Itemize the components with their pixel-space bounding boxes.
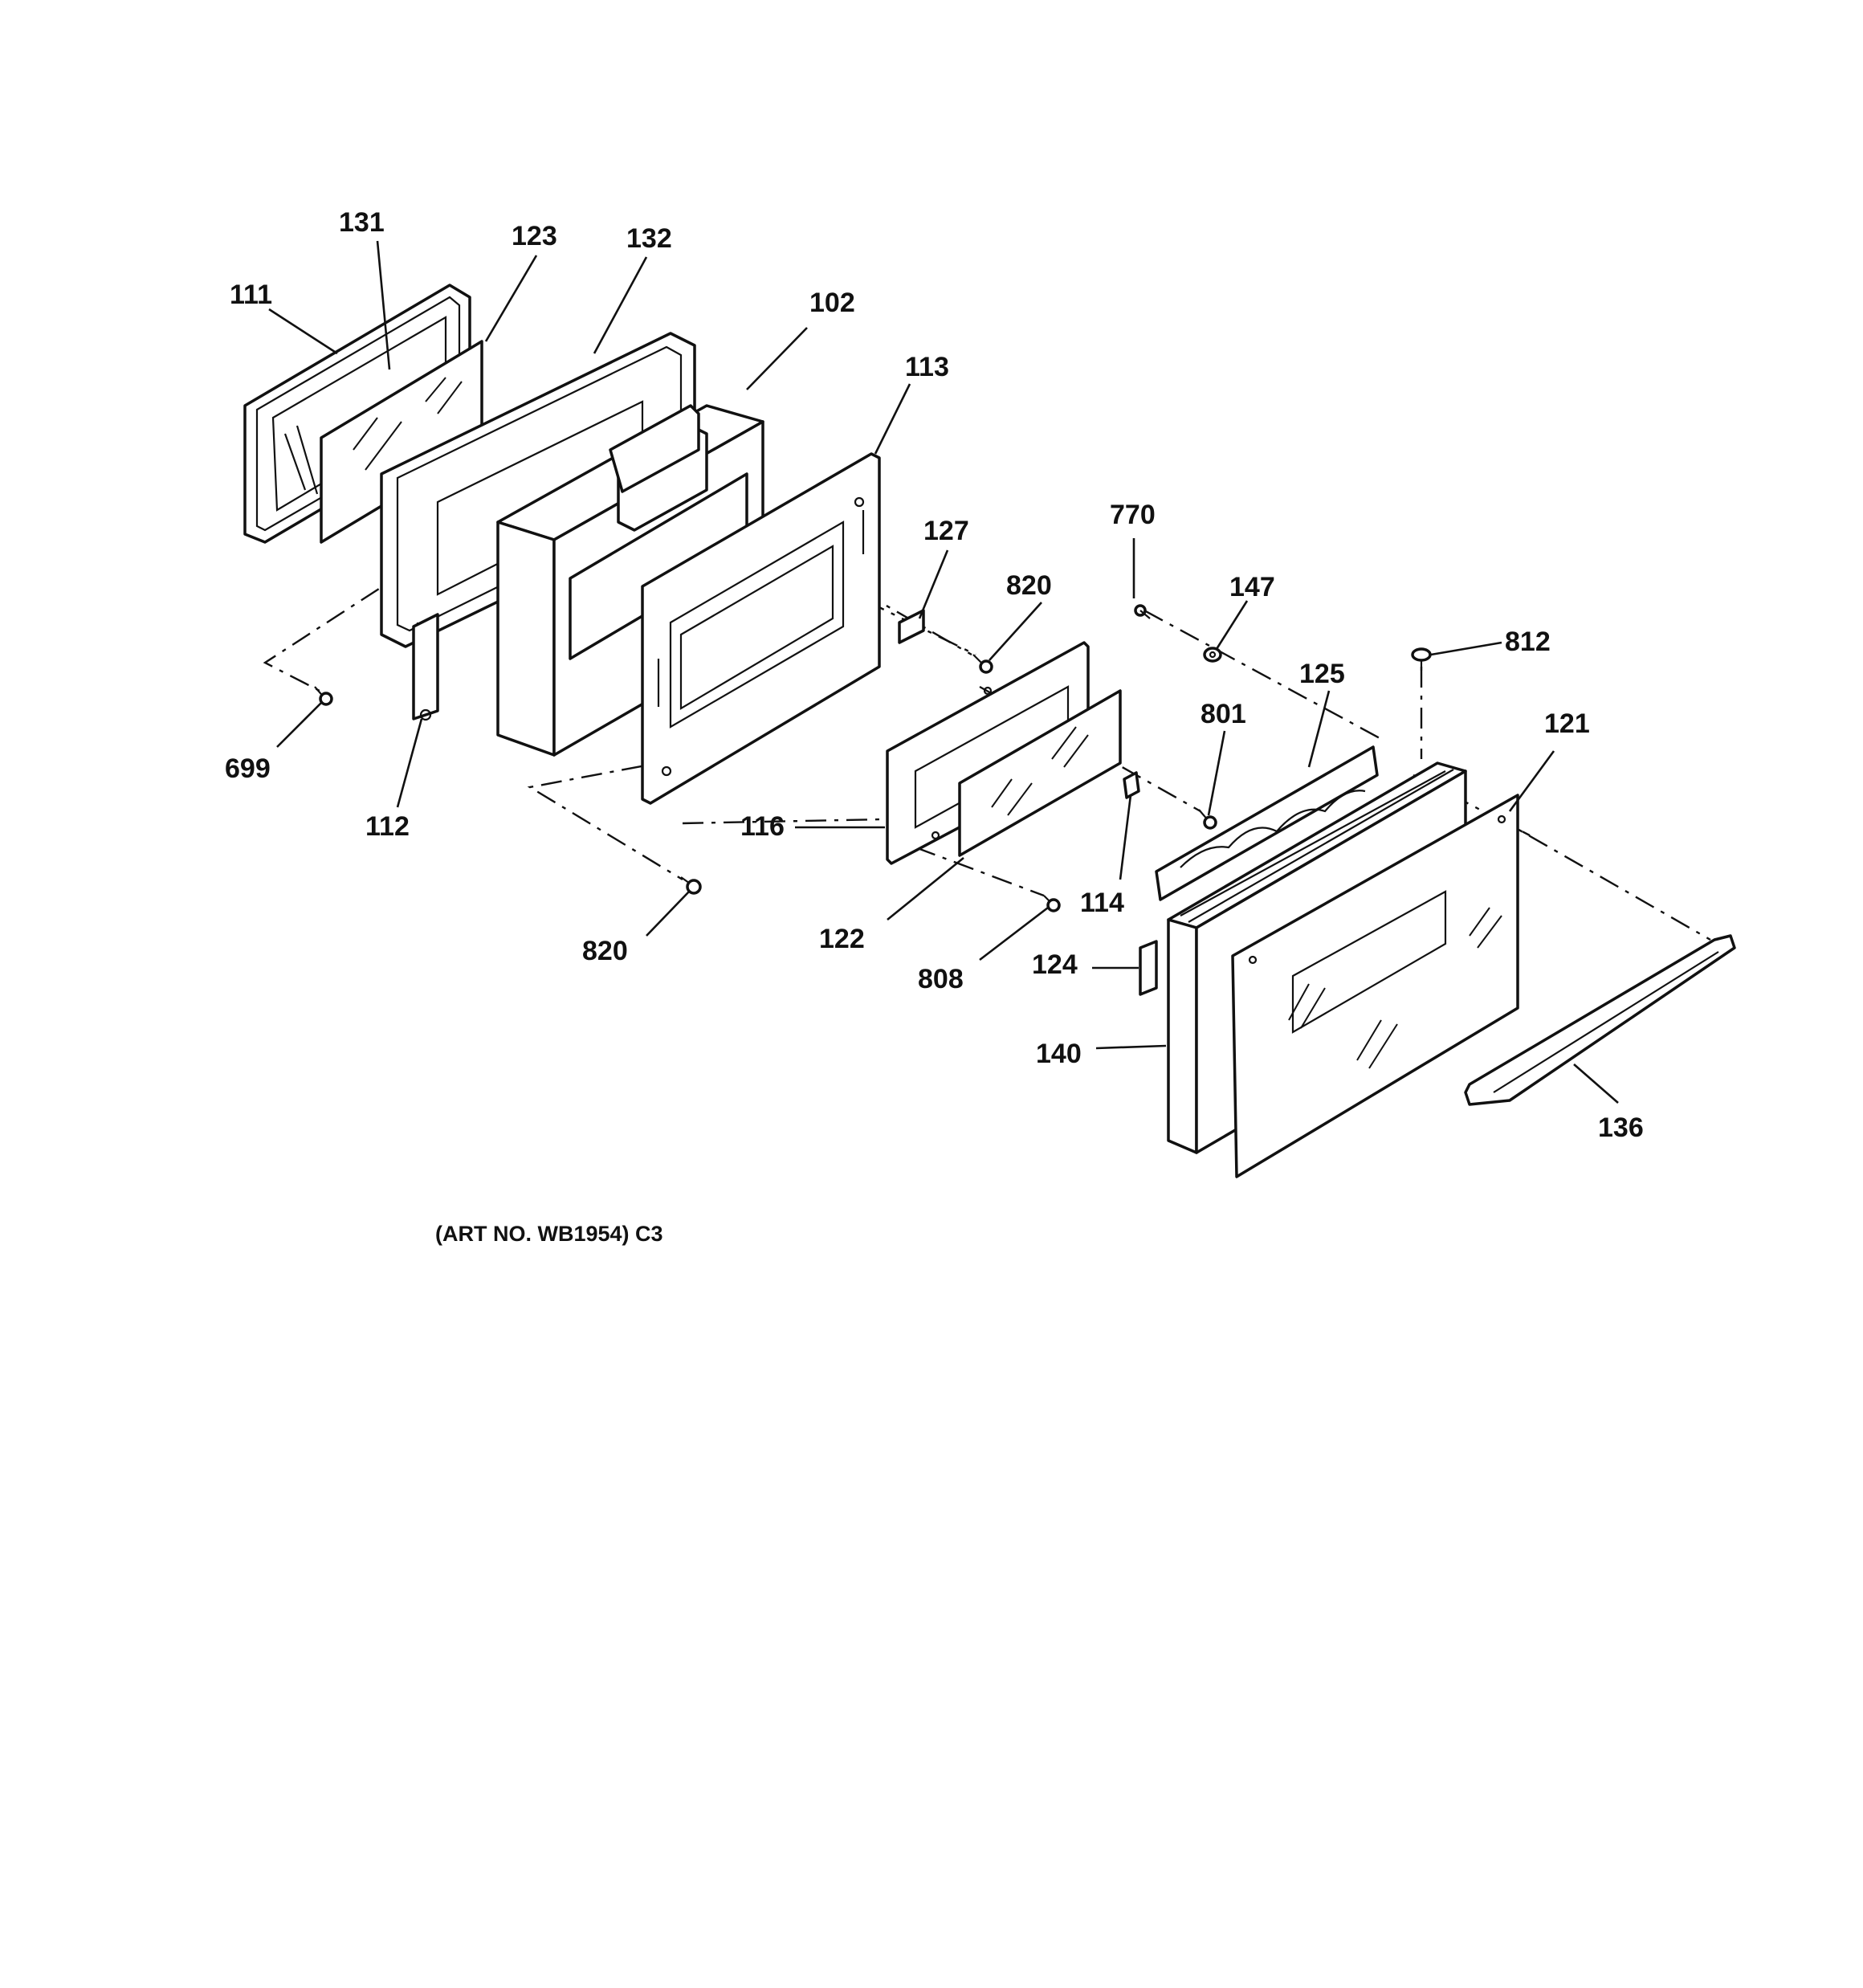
label-820-top: 820 <box>1006 570 1052 601</box>
label-140: 140 <box>1036 1039 1082 1069</box>
label-121: 121 <box>1544 708 1590 739</box>
label-124: 124 <box>1032 949 1078 980</box>
label-123: 123 <box>512 221 557 251</box>
label-808: 808 <box>918 964 964 994</box>
art-number-caption: (ART NO. WB1954) C3 <box>435 1222 663 1246</box>
label-801: 801 <box>1201 699 1246 729</box>
label-111: 111 <box>230 280 272 310</box>
part-124-label-plate <box>1139 940 1158 996</box>
label-122: 122 <box>819 924 865 954</box>
part-labels: 111 131 123 132 102 113 127 770 820 147 … <box>225 207 1644 1143</box>
label-132: 132 <box>626 223 672 254</box>
label-147: 147 <box>1229 572 1275 602</box>
part-121-outer-glass <box>1231 794 1519 1178</box>
part-136-door-handle <box>1464 934 1736 1106</box>
label-102: 102 <box>809 288 855 318</box>
screw-812 <box>1411 647 1432 671</box>
label-699: 699 <box>225 753 271 784</box>
label-770: 770 <box>1110 500 1156 530</box>
label-812: 812 <box>1505 627 1551 657</box>
part-113-door-panel <box>641 452 881 805</box>
part-127-clip <box>898 609 925 644</box>
part-114-bracket <box>1123 771 1140 799</box>
part-125-insulation-strip <box>1155 745 1379 901</box>
label-116: 116 <box>740 811 785 842</box>
screw-820-left <box>680 876 702 895</box>
screw-770 <box>1134 604 1151 619</box>
label-127: 127 <box>923 516 969 546</box>
screw-820-right <box>972 654 993 674</box>
label-125: 125 <box>1299 659 1345 689</box>
screw-699 <box>314 686 333 706</box>
label-820-bottom: 820 <box>582 936 628 966</box>
screw-808 <box>1043 895 1061 912</box>
label-113: 113 <box>905 352 949 382</box>
part-112-hinge <box>412 613 439 721</box>
label-136: 136 <box>1598 1112 1644 1143</box>
label-131: 131 <box>339 207 385 238</box>
leader-lines <box>268 240 1619 1104</box>
part-122-window-glass <box>958 689 1122 857</box>
label-114: 114 <box>1080 888 1124 918</box>
screw-801 <box>1198 809 1217 830</box>
label-112: 112 <box>365 811 410 842</box>
washer-147 <box>1203 647 1222 663</box>
